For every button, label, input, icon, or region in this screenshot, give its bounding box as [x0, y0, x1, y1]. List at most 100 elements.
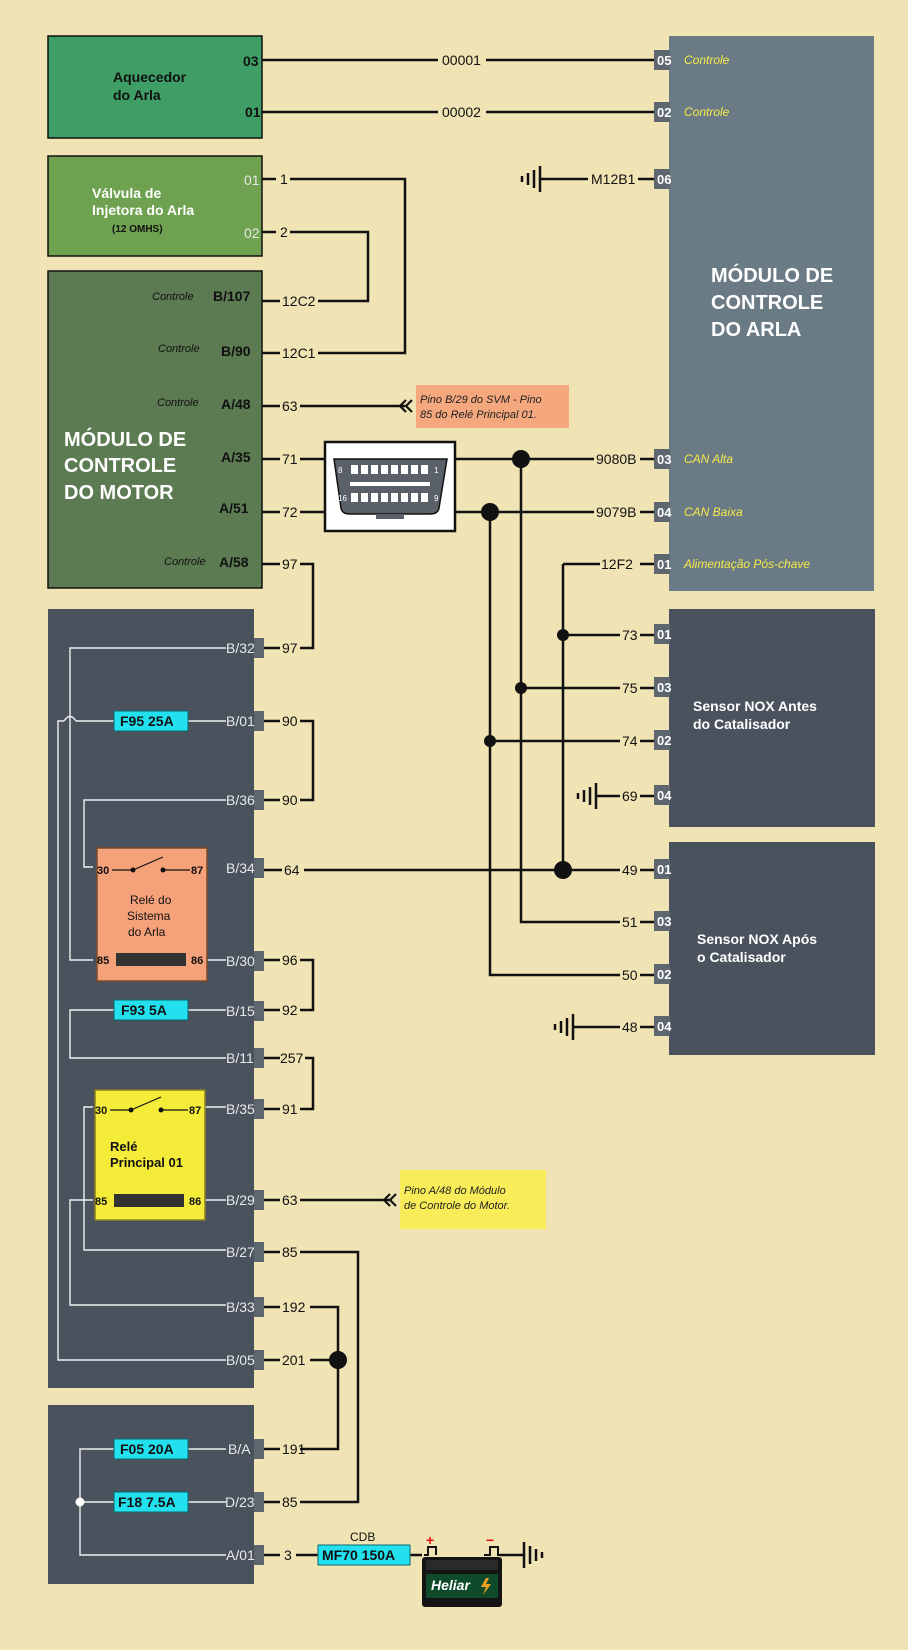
svm-pin-b30: B/30: [226, 953, 255, 969]
nox-before-pin-02: 02: [657, 733, 671, 748]
cdb-label: CDB: [350, 1530, 375, 1544]
wire-72: 72: [282, 504, 298, 520]
svm-pin-b15: B/15: [226, 1003, 255, 1019]
svg-text:F18 7.5A: F18 7.5A: [118, 1494, 176, 1510]
svm-pin-b29: B/29: [226, 1192, 255, 1208]
valve-pin-01: 01: [244, 172, 260, 188]
engine-pin-label-b107: Controle: [152, 291, 194, 303]
engine-pin-a35: A/35: [221, 449, 251, 465]
svg-text:30: 30: [97, 865, 109, 877]
heater-pin-03: 03: [243, 53, 259, 69]
wire-257: 257: [280, 1050, 304, 1066]
arla-desc-04: CAN Baixa: [684, 505, 743, 519]
svm-module: [48, 609, 254, 1388]
engine-module: [47, 270, 263, 589]
wire-74: 74: [622, 733, 638, 749]
fuse-f93: F93 5A: [113, 999, 189, 1021]
wire-90-b: 90: [282, 792, 298, 808]
wire-00001: 00001: [442, 52, 481, 68]
note-engine-a48: [400, 1170, 546, 1229]
svm-pin-b34: B/34: [226, 860, 255, 876]
wire-201: 201: [282, 1352, 306, 1368]
arla-pin-02: 02: [657, 105, 671, 120]
svg-text:Principal 01: Principal 01: [110, 1155, 183, 1170]
valve-title-3: (12 OMHS): [112, 224, 163, 235]
arla-desc-05: Controle: [684, 53, 730, 67]
svg-text:Relé: Relé: [110, 1139, 137, 1154]
nox-after-pin-04: 04: [657, 1019, 672, 1034]
svm-pin-b01: B/01: [226, 713, 255, 729]
nox-before-title-1: Sensor NOX Antes: [693, 698, 817, 714]
nox-before-pin-03: 03: [657, 680, 671, 695]
engine-pin-label-a58: Controle: [164, 556, 206, 568]
fuse-f18: F18 7.5A: [113, 1491, 189, 1513]
wire-97: 97: [282, 556, 298, 572]
wire-00002: 00002: [442, 104, 481, 120]
wire-85: 85: [282, 1244, 298, 1260]
wire-75: 75: [622, 680, 638, 696]
svg-text:F93 5A: F93 5A: [121, 1002, 167, 1018]
wire-90-a: 90: [282, 713, 298, 729]
valve-pin-02: 02: [244, 225, 260, 241]
heater-title-1: Aquecedor: [113, 69, 187, 85]
fusebox-pin-ba: B/A: [228, 1441, 251, 1457]
note-1-line2: 85 do Relé Principal 01.: [420, 409, 537, 421]
note-2-line1: Pino A/48 do Módulo: [404, 1185, 506, 1197]
valve-module: [47, 155, 263, 257]
note-1-line1: Pino B/29 do SVM - Pino: [420, 394, 542, 406]
wire-12c1: 12C1: [282, 345, 316, 361]
fuse-f95: F95 25A: [113, 710, 189, 732]
engine-pin-b90: B/90: [221, 343, 251, 359]
nox-before-pin-01: 01: [657, 627, 671, 642]
fuse-f05: F05 20A: [113, 1438, 189, 1460]
wire-63-svm: 63: [282, 1192, 298, 1208]
arla-module: [669, 36, 874, 591]
heater-module: [47, 35, 263, 139]
arla-pin-04: 04: [657, 505, 672, 520]
nox-after-title-2: o Catalisador: [697, 949, 786, 965]
battery-minus: −: [486, 1532, 494, 1548]
svg-text:Relé do: Relé do: [130, 893, 172, 907]
heater-title-2: do Arla: [113, 87, 161, 103]
engine-title-3: DO MOTOR: [64, 482, 174, 504]
wire-92: 92: [282, 1002, 298, 1018]
arla-pin-03: 03: [657, 452, 671, 467]
arla-pin-06: 06: [657, 172, 671, 187]
engine-pin-a51: A/51: [219, 500, 249, 516]
svg-text:F95 25A: F95 25A: [120, 713, 174, 729]
wire-191: 191: [282, 1441, 306, 1457]
wire-9079b: 9079B: [596, 504, 636, 520]
fusebox-pin-a01: A/01: [226, 1547, 255, 1563]
wire-m12b1: M12B1: [591, 171, 636, 187]
valve-title-1: Válvula de: [92, 185, 161, 201]
wire-3: 3: [284, 1547, 292, 1563]
engine-title-1: MÓDULO DE: [64, 427, 186, 451]
engine-pin-a48: A/48: [221, 396, 251, 412]
svg-text:85: 85: [97, 955, 109, 967]
relay-main: 30 87 Relé Principal 01 85 86: [94, 1089, 206, 1221]
svg-text:86: 86: [189, 1196, 201, 1208]
battery: + − Heliar: [422, 1532, 502, 1607]
wire-64: 64: [284, 862, 300, 878]
svg-text:30: 30: [95, 1105, 107, 1117]
obd-pin-1: 1: [434, 466, 439, 475]
svm-pin-b33: B/33: [226, 1299, 255, 1315]
arla-title-1: MÓDULO DE: [711, 263, 833, 287]
fusebox-junction: [75, 1497, 85, 1507]
svm-pin-b32: B/32: [226, 640, 255, 656]
nox-before-title-2: do Catalisador: [693, 716, 791, 732]
svg-text:MF70 150A: MF70 150A: [322, 1547, 395, 1563]
nox-after-module: [669, 842, 875, 1055]
nox-before-module: [669, 609, 875, 827]
relay-arla: 30 87 Relé do Sistema do Arla 85 86: [96, 847, 208, 982]
wire-85-fb: 85: [282, 1494, 298, 1510]
engine-pin-a58: A/58: [219, 554, 249, 570]
obd-pin-9: 9: [434, 494, 439, 503]
battery-plus: +: [426, 1532, 434, 1548]
svg-text:87: 87: [189, 1105, 201, 1117]
note-svm-b29: [416, 385, 569, 428]
ground-icon: [520, 166, 598, 1568]
engine-title-2: CONTROLE: [64, 455, 176, 477]
wire-1: 1: [280, 171, 288, 187]
